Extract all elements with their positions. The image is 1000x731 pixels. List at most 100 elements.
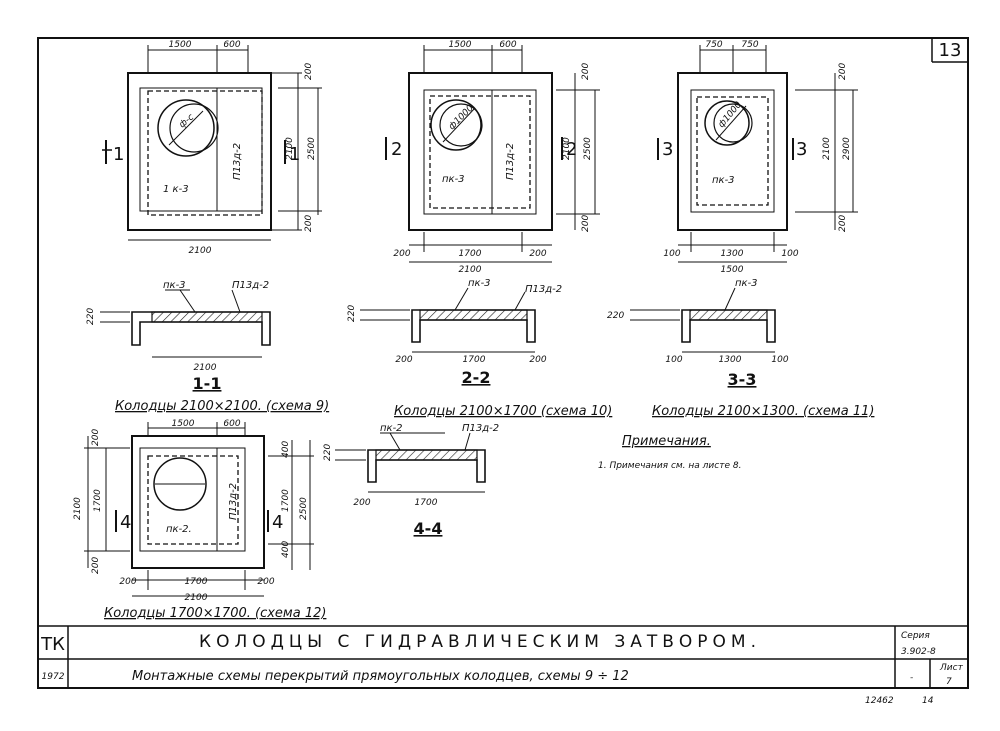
scheme-4-bottom-dim-b: 1700 [185, 577, 208, 587]
scheme-1-sec-height: 220 [86, 308, 96, 325]
sheet-number: 13 [939, 40, 962, 61]
scheme-1-bottom-dim: 2100 [189, 246, 212, 256]
scheme-4-sec-dim-a: 200 [353, 498, 370, 508]
scheme-2-slab-pk: пк-3 [442, 174, 465, 185]
scheme-2-section-marker-left: 2 [391, 139, 402, 160]
scheme-2-side-dim-c: 2500 [583, 137, 593, 160]
scheme-2-section [360, 287, 536, 353]
scheme-1-side-dim-c: 2500 [307, 137, 317, 160]
scheme-1-section [100, 289, 271, 358]
scheme-4-section-marker-right: 4 [272, 512, 283, 533]
scheme-2-sec-height: 220 [347, 305, 357, 322]
scheme-1-sec-width: 2100 [194, 363, 217, 373]
title-block [38, 625, 968, 688]
title-tk: ТК [40, 634, 65, 655]
scheme-4-section [335, 432, 486, 493]
scheme-3-section [630, 287, 776, 353]
scheme-4-slab-p: П13д-2 [228, 483, 239, 520]
notes-title: Примечания. [622, 434, 711, 449]
scheme-2-section-label: 2-2 [462, 368, 491, 387]
scheme-2-side-dim-a: 200 [581, 63, 591, 80]
scheme-2-top-dim-b: 600 [499, 40, 516, 50]
scheme-4-top-dim-b: 600 [223, 419, 240, 429]
scheme-2-circle-label: ф1000 [447, 103, 476, 132]
scheme-4-right-dim-c: 2500 [299, 497, 309, 520]
scheme-3-sec-height: 220 [607, 311, 624, 321]
scheme-4-side-dim-d: 200 [91, 557, 101, 574]
scheme-1-caption: Колодцы 2100×2100. (схема 9) [115, 399, 329, 414]
title-sheet-label: Лист [939, 663, 964, 673]
scheme-4-caption: Колодцы 1700×1700. (схема 12) [104, 606, 326, 621]
scheme-2-sec-dim-a: 200 [395, 355, 412, 365]
scheme-1-plan [102, 45, 322, 241]
scheme-1-side-dim-d: 200 [304, 215, 314, 232]
scheme-2-section-marker-right: 2 [566, 139, 577, 160]
scheme-2-bottom-dim-d: 2100 [459, 265, 482, 275]
scheme-4-sec-dim-b: 1700 [415, 498, 438, 508]
scheme-1-section-marker-right: 1 [289, 144, 300, 165]
scheme-4-side-dim-b: 1700 [93, 489, 103, 512]
scheme-4-side-dim-a: 200 [91, 429, 101, 446]
title-main: КОЛОДЦЫ С ГИДРАВЛИЧЕСКИМ ЗАТВОРОМ. [199, 632, 761, 652]
scheme-2-sec-callout-p: П13д-2 [525, 284, 562, 295]
scheme-3-sec-dim-b: 1300 [719, 355, 742, 365]
title-subtitle: Монтажные схемы перекрытий прямоугольных… [132, 669, 629, 684]
title-series-value: 3.902-8 [901, 647, 936, 657]
scheme-4-top-dim-a: 1500 [172, 419, 195, 429]
scheme-2-bottom-dim-c: 200 [529, 249, 546, 259]
scheme-2-bottom-dim-a: 200 [393, 249, 410, 259]
scheme-4-sec-height: 220 [323, 444, 333, 461]
scheme-3-section-label: 3-3 [728, 370, 757, 389]
scheme-3-plan [657, 45, 858, 263]
sheet-frame [37, 37, 969, 689]
scheme-3-bottom-dim-d: 1500 [721, 265, 744, 275]
scheme-3-sec-dim-a: 100 [665, 355, 682, 365]
scheme-2-sec-dim-c: 200 [529, 355, 546, 365]
scheme-4-side-dim-c: 2100 [73, 497, 83, 520]
scheme-1-sec-callout-p: П13д-2 [232, 280, 269, 291]
scheme-3-bottom-dim-c: 100 [781, 249, 798, 259]
scheme-2-side-dim-b: 2100 [562, 137, 572, 160]
scheme-3-side-dim-b: 2100 [822, 137, 832, 160]
scheme-1-top-dim-b: 600 [223, 40, 240, 50]
scheme-2-slab-p: П13д-2 [505, 143, 516, 180]
scheme-4-plan [84, 422, 314, 597]
title-inventory: 12462 [865, 696, 894, 706]
scheme-2-sec-callout-pk: пк-3 [468, 278, 491, 289]
scheme-4-right-dim-a: 400 [281, 441, 291, 458]
scheme-2-caption: Колодцы 2100×1700 (схема 10) [394, 404, 612, 419]
scheme-3-section-marker-left: 3 [662, 139, 673, 160]
scheme-3-bottom-dim-b: 1300 [721, 249, 744, 259]
title-series-label: Серия [901, 631, 930, 641]
scheme-4-slab-pk: пк-2. [166, 524, 192, 535]
scheme-3-section-marker-right: 3 [796, 139, 807, 160]
scheme-4-section-label: 4-4 [414, 519, 443, 538]
scheme-4-right-dim-d: 400 [281, 541, 291, 558]
scheme-3-top-dim-a: 750 [705, 40, 722, 50]
scheme-4-section-marker-left: 4 [120, 512, 131, 533]
scheme-4-right-dim-b: 1700 [281, 489, 291, 512]
title-dash: - [910, 673, 913, 683]
title-page: 14 [922, 696, 934, 706]
scheme-2-side-dim-d: 200 [581, 215, 591, 232]
scheme-2-bottom-dim-b: 1700 [459, 249, 482, 259]
scheme-2-sec-dim-b: 1700 [463, 355, 486, 365]
scheme-1-sec-callout-pk: пк-3 [163, 280, 186, 291]
scheme-3-side-dim-c: 2900 [842, 137, 852, 160]
scheme-1-side-dim-b: 2100 [285, 137, 295, 160]
title-sheet-value: 7 [946, 677, 952, 687]
scheme-3-caption: Колодцы 2100×1300. (схема 11) [652, 404, 874, 419]
scheme-4-sec-callout-p: П13д-2 [462, 423, 499, 434]
scheme-2-plan [385, 45, 600, 263]
title-year: 1972 [42, 672, 65, 682]
scheme-3-sec-dim-c: 100 [771, 355, 788, 365]
scheme-1-section-marker-left: 1 [113, 144, 124, 165]
scheme-1-top-dim-a: 1500 [169, 40, 192, 50]
scheme-1-circle-label: ф-с [178, 112, 197, 130]
scheme-3-sec-callout-pk: пк-3 [735, 278, 758, 289]
scheme-3-side-dim-a: 200 [838, 63, 848, 80]
scheme-2-top-dim-a: 1500 [449, 40, 472, 50]
notes-item: 1. Примечания см. на листе 8. [598, 461, 741, 471]
scheme-4-sec-callout-pk: пк-2 [380, 423, 403, 434]
